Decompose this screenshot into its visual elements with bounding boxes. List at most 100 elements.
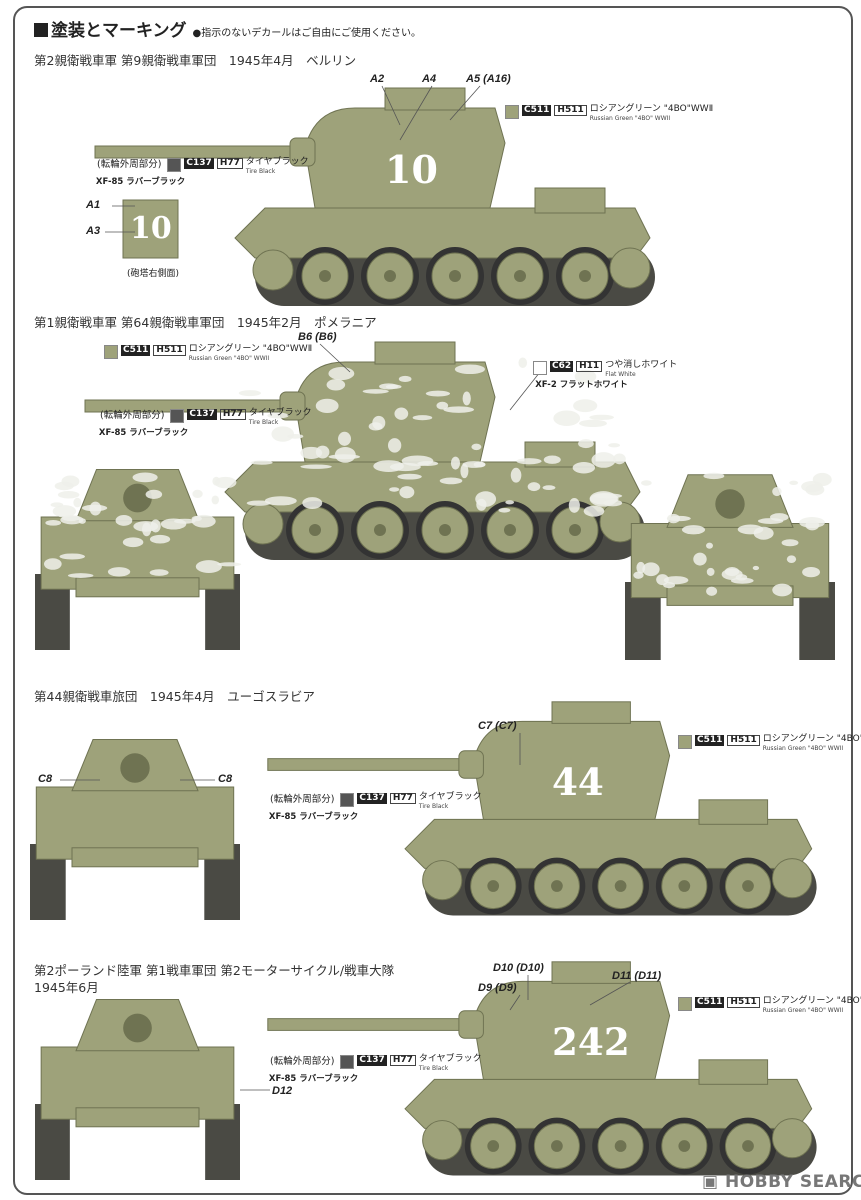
winter-camo-patch bbox=[436, 402, 448, 410]
winter-camo-patch bbox=[397, 474, 421, 480]
winter-camo-patch bbox=[543, 485, 556, 490]
winter-camo-patch bbox=[693, 553, 706, 566]
label-a4: A4 bbox=[422, 73, 436, 85]
aqueous-color-code: H511 bbox=[727, 735, 759, 746]
winter-camo-patch bbox=[589, 415, 614, 420]
winter-camo-patch bbox=[372, 416, 385, 430]
wheel-hub bbox=[615, 880, 627, 892]
winter-camo-patch bbox=[498, 508, 510, 513]
section-a-heading: 第2親衛戦車軍 第9親衛戦車軍団 1945年4月 ベルリン bbox=[34, 50, 356, 69]
winter-camo-patch bbox=[667, 516, 691, 521]
idler-wheel bbox=[423, 1121, 462, 1160]
wheel-hub bbox=[678, 1140, 690, 1152]
winter-camo-patch bbox=[44, 558, 62, 570]
winter-camo-patch bbox=[682, 525, 705, 534]
winter-camo-patch bbox=[161, 518, 187, 529]
tank-front-view bbox=[30, 740, 240, 921]
tamiya-color-code: XF-85 ラバーブラック bbox=[96, 178, 309, 187]
winter-camo-patch bbox=[707, 568, 715, 576]
winter-camo-patch bbox=[799, 517, 825, 528]
winter-camo-patch bbox=[471, 444, 481, 451]
aqueous-color-code: H77 bbox=[390, 1055, 416, 1066]
paint-swatch bbox=[167, 158, 181, 172]
label-a2: A2 bbox=[370, 73, 384, 85]
engine-deck bbox=[535, 188, 605, 213]
tank-front-view bbox=[625, 473, 835, 660]
winter-camo-patch bbox=[150, 535, 170, 544]
winter-camo-patch bbox=[505, 500, 514, 504]
paint-name: ロシアングリーン "4BO"WWⅡRussian Green "4BO" WWI… bbox=[763, 735, 861, 753]
wheel-hub bbox=[551, 1140, 563, 1152]
paint-name: ロシアングリーン "4BO"WWⅡRussian Green "4BO" WWI… bbox=[189, 345, 312, 363]
label-c8-left: C8 bbox=[38, 773, 52, 785]
winter-camo-patch bbox=[394, 408, 408, 420]
paint-name-en: Russian Green "4BO" WWII bbox=[189, 355, 269, 362]
mantlet bbox=[459, 1011, 484, 1038]
square-bullet-icon bbox=[34, 23, 48, 37]
mr-color-code: C511 bbox=[695, 997, 724, 1008]
gun-mantlet bbox=[120, 753, 149, 782]
idler-wheel bbox=[423, 861, 462, 900]
winter-camo-patch bbox=[528, 482, 541, 491]
paint-chip-white-b: C62 H11 つや消しホワイトFlat WhiteXF-2 フラットホワイト bbox=[533, 361, 677, 390]
paint-chip-tire-c: (転輪外周部分) C137 H77 タイヤブラックTire BlackXF-85… bbox=[270, 793, 482, 822]
paint-name-en: Russian Green "4BO" WWII bbox=[763, 1007, 843, 1014]
paint-swatch bbox=[533, 361, 547, 375]
aqueous-color-code: H77 bbox=[217, 158, 243, 169]
paint-name-jp: つや消しホワイト bbox=[605, 360, 677, 370]
winter-camo-patch bbox=[192, 490, 202, 498]
winter-camo-patch bbox=[772, 584, 792, 597]
winter-camo-patch bbox=[247, 500, 271, 505]
wheel-hub bbox=[742, 880, 754, 892]
lower-hull bbox=[76, 1108, 199, 1127]
winter-camo-patch bbox=[642, 562, 659, 576]
winter-camo-patch bbox=[302, 497, 322, 509]
wheel-hub bbox=[615, 1140, 627, 1152]
cupola bbox=[552, 702, 630, 724]
winter-camo-patch bbox=[706, 587, 717, 596]
winter-camo-patch bbox=[594, 493, 623, 498]
aqueous-color-code: H511 bbox=[727, 997, 759, 1008]
paint-chip-tire-d: (転輪外周部分) C137 H77 タイヤブラックTire BlackXF-85… bbox=[270, 1055, 482, 1084]
winter-camo-patch bbox=[399, 486, 414, 498]
paint-name-jp: タイヤブラック bbox=[419, 1054, 482, 1064]
winter-camo-patch bbox=[212, 495, 219, 504]
gun-mantlet bbox=[123, 1014, 152, 1043]
wheel-hub bbox=[374, 524, 386, 536]
wheel-hub bbox=[551, 880, 563, 892]
winter-camo-patch bbox=[738, 525, 764, 535]
winter-camo-patch bbox=[801, 481, 823, 492]
label-a3: A3 bbox=[86, 225, 100, 237]
winter-camo-patch bbox=[417, 461, 438, 466]
wheel-hub bbox=[579, 270, 591, 282]
paint-name-en: Tire Black bbox=[419, 1065, 448, 1072]
winter-camo-patch bbox=[196, 560, 222, 573]
mr-color-code: C137 bbox=[357, 1055, 386, 1066]
section-d-heading-line2: 1945年6月 bbox=[34, 979, 394, 996]
winter-camo-patch bbox=[753, 566, 759, 570]
aqueous-color-code: H511 bbox=[554, 105, 586, 116]
mr-color-code: C511 bbox=[121, 345, 150, 356]
paint-area-note: (転輪外周部分) bbox=[270, 795, 334, 804]
turret-number-decal: 44 bbox=[552, 760, 604, 804]
tank-front-view bbox=[35, 470, 241, 651]
paint-name-jp: ロシアングリーン "4BO"WWⅡ bbox=[763, 996, 861, 1006]
paint-swatch bbox=[170, 409, 184, 423]
aqueous-color-code: H77 bbox=[390, 793, 416, 804]
winter-camo-patch bbox=[772, 487, 781, 496]
idler-wheel bbox=[253, 250, 293, 290]
decal-note: ●指示のないデカールはご自由にご使用ください。 bbox=[193, 28, 422, 39]
turret-number-decal: 10 bbox=[385, 147, 438, 192]
winter-camo-patch bbox=[123, 537, 144, 547]
winter-camo-patch bbox=[133, 473, 158, 483]
mr-color-code: C62 bbox=[550, 361, 573, 372]
page-title: 塗装とマーキング●指示のないデカールはご自由にご使用ください。 bbox=[34, 16, 421, 41]
winter-camo-patch bbox=[664, 576, 689, 584]
paint-name-en: Russian Green "4BO" WWII bbox=[590, 115, 670, 122]
wheel-hub bbox=[439, 524, 451, 536]
paint-swatch bbox=[104, 345, 118, 359]
paint-swatch bbox=[505, 105, 519, 119]
mantlet bbox=[459, 751, 484, 778]
gun-mantlet bbox=[715, 489, 744, 518]
label-d10: D10 (D10) bbox=[493, 962, 544, 974]
